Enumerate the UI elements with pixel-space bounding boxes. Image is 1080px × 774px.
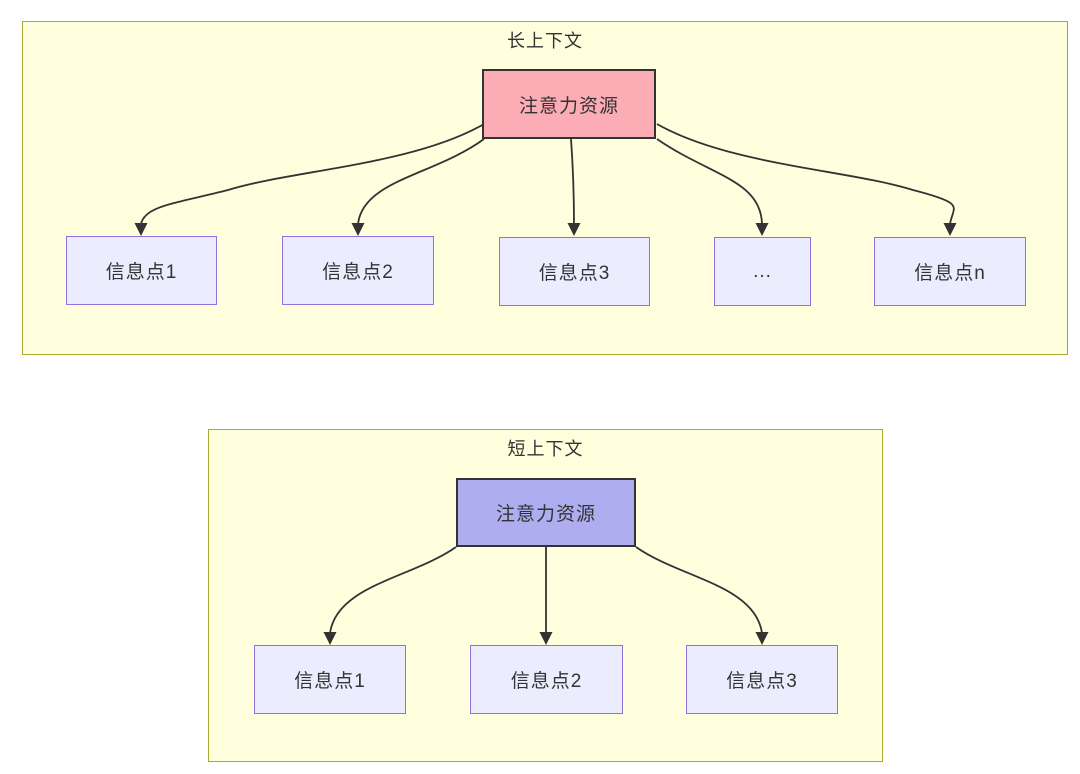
short-attention-node: 注意力资源 [456,478,636,547]
arrowhead-icon [323,632,337,645]
arrowhead-icon [755,223,769,236]
arrowhead-icon [943,223,957,236]
short-info-node-2: 信息点2 [470,645,623,714]
edge-attention-to-info3 [635,546,763,634]
long-context-cluster: 长上下文 注意力资源 信息点1 信息点2 信息点3 ... 信息点n [22,21,1068,355]
long-info-node-n: 信息点n [874,237,1026,306]
arrowhead-icon [539,632,553,645]
long-info-node-ellipsis: ... [714,237,811,306]
short-context-cluster: 短上下文 注意力资源 信息点1 信息点2 信息点3 [208,429,883,762]
edge-attention-to-infon [656,123,955,225]
arrowhead-icon [567,223,581,236]
short-info-node-1: 信息点1 [254,645,406,714]
edge-attention-to-info2 [357,138,485,225]
edge-attention-to-info1 [329,546,457,634]
arrowhead-icon [755,632,769,645]
long-info-node-3: 信息点3 [499,237,650,306]
long-info-node-1: 信息点1 [66,236,217,305]
arrowhead-icon [351,223,365,236]
long-attention-node: 注意力资源 [482,69,656,139]
long-info-node-2: 信息点2 [282,236,434,305]
short-info-node-3: 信息点3 [686,645,838,714]
long-context-title: 长上下文 [507,31,583,51]
edge-attention-to-info1 [140,123,485,225]
short-context-title: 短上下文 [507,439,584,459]
edge-attention-to-info3 [570,138,575,225]
edge-attention-to-ellipsis [656,138,763,225]
arrowhead-icon [134,223,148,236]
